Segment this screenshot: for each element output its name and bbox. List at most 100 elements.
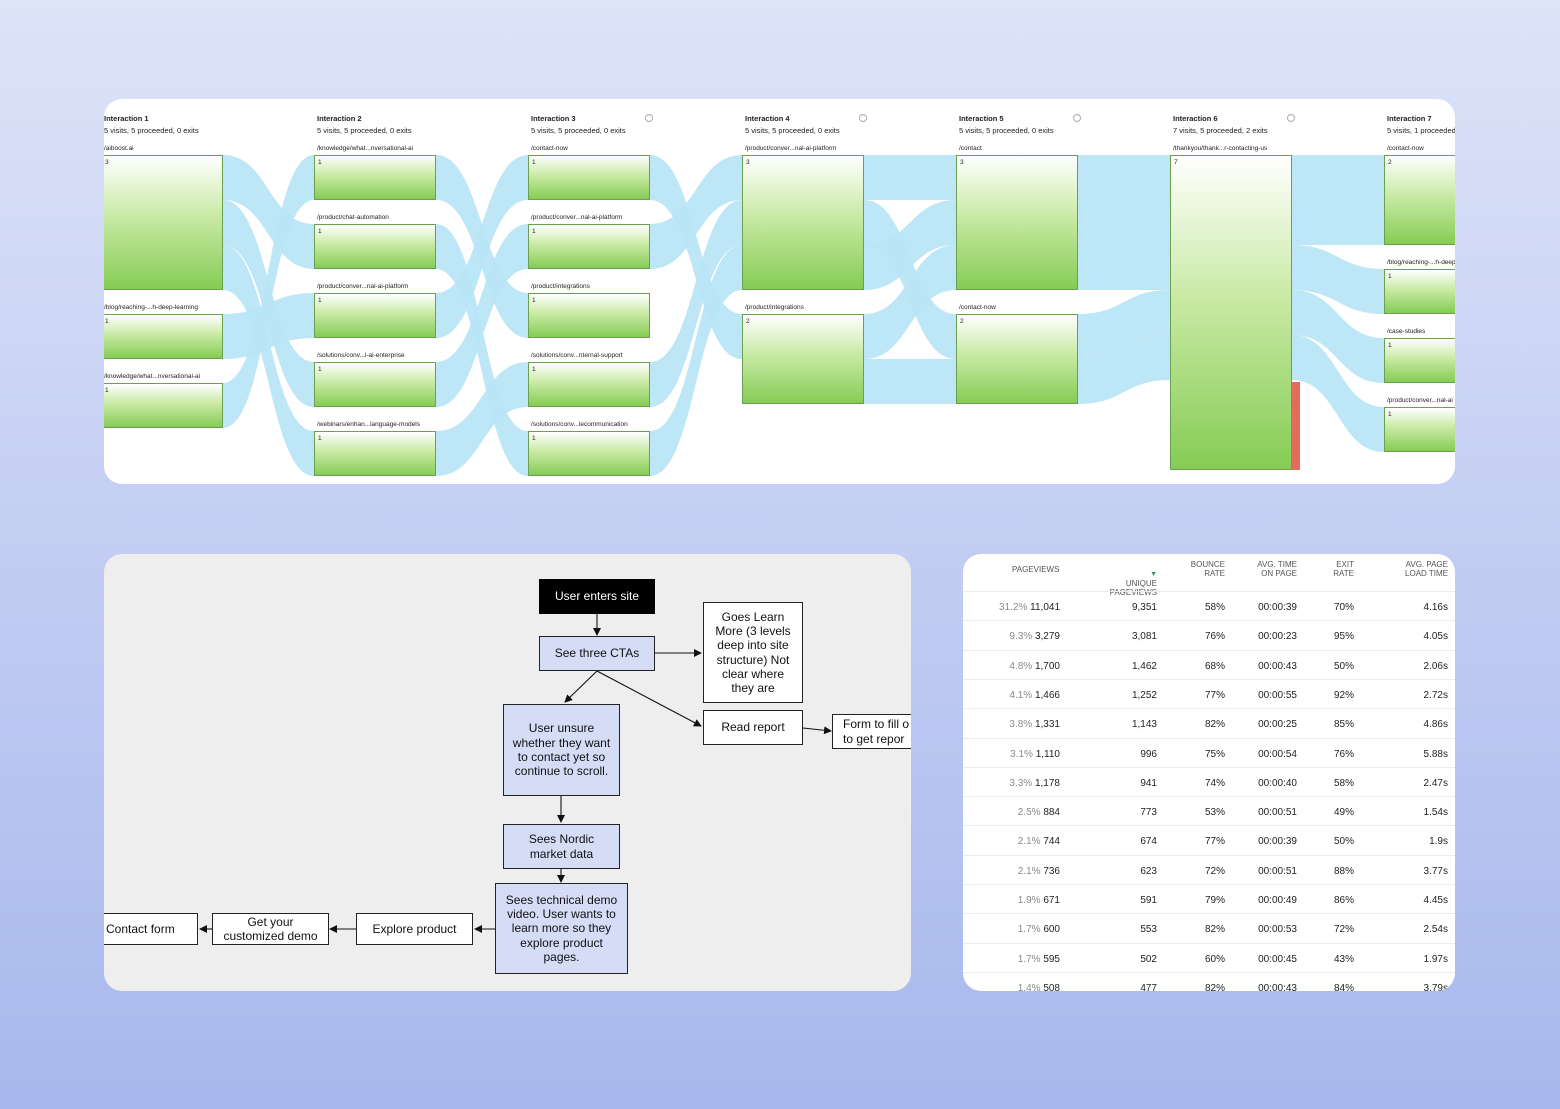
flow-node[interactable]: 1 — [314, 155, 436, 200]
flow-link[interactable] — [1078, 200, 1170, 245]
flow-link[interactable] — [650, 245, 742, 476]
pageviews-value: 736 — [1043, 865, 1060, 877]
flow-link[interactable] — [650, 155, 742, 269]
interaction-title: Interaction 5 — [959, 114, 1004, 123]
flow-link[interactable] — [223, 155, 314, 428]
flow-node[interactable]: 1 — [314, 431, 436, 476]
flow-node[interactable]: 1 — [528, 224, 650, 269]
page-path-label: /case-studies — [1387, 328, 1426, 335]
exit-cell: 50% — [1333, 836, 1354, 848]
flow-node[interactable]: 2 — [742, 314, 864, 404]
page-path-label: /contact-now — [531, 145, 568, 152]
flow-link[interactable] — [1078, 335, 1170, 404]
flow-link[interactable] — [1078, 245, 1170, 290]
pageviews-percent: 2.1% — [1017, 836, 1041, 848]
flow-link[interactable] — [1292, 155, 1384, 200]
node-visit-count: 1 — [105, 318, 109, 325]
column-header-avg-time-on-page[interactable]: AVG. TIME ON PAGE — [1257, 560, 1297, 578]
flow-node[interactable]: 1 — [314, 362, 436, 407]
bounce-cell: 53% — [1204, 807, 1225, 819]
flow-link[interactable] — [864, 245, 956, 359]
flow-node[interactable]: 1 — [1384, 407, 1455, 452]
flow-node[interactable]: 1 — [1384, 338, 1455, 383]
flow-link[interactable] — [223, 293, 314, 359]
column-header-avg-page-load-time[interactable]: AVG. PAGE LOAD TIME — [1405, 560, 1448, 578]
exit-cell: 50% — [1333, 660, 1354, 672]
flow-node[interactable]: 1 — [528, 293, 650, 338]
gear-icon[interactable] — [859, 114, 867, 122]
load-cell: 4.16s — [1423, 602, 1448, 613]
flow-node[interactable]: 7 — [1170, 155, 1292, 470]
flow-link[interactable] — [436, 155, 528, 338]
node-visit-count: 1 — [1388, 411, 1392, 418]
pageviews-cell: 3.3% 1,178 — [1009, 778, 1060, 789]
time-cell: 00:00:45 — [1258, 953, 1297, 965]
interaction-title: Interaction 1 — [104, 114, 149, 123]
flow-link[interactable] — [864, 200, 956, 290]
flow-node[interactable]: 2 — [1384, 155, 1455, 245]
exit-cell: 76% — [1333, 748, 1354, 760]
flow-node[interactable]: 2 — [956, 314, 1078, 404]
unique-cell: 553 — [1140, 924, 1157, 936]
node-visit-count: 1 — [532, 297, 536, 304]
column-header-exit-rate[interactable]: EXIT RATE — [1333, 560, 1354, 578]
node-visit-count: 1 — [318, 228, 322, 235]
column-header-bounce-rate[interactable]: BOUNCE RATE — [1190, 560, 1225, 578]
flow-node[interactable]: 1 — [104, 383, 223, 428]
column-header-unique-pageviews[interactable]: ▼ UNIQUE PAGEVIEWS — [1083, 560, 1157, 597]
page-path-label: /solutions/conv...nternal-support — [531, 352, 623, 359]
diagram-arrows — [199, 613, 832, 933]
flow-link[interactable] — [223, 155, 314, 269]
flow-node[interactable]: 1 — [528, 155, 650, 200]
flow-link[interactable] — [1292, 335, 1384, 452]
gear-icon[interactable] — [1287, 114, 1295, 122]
unique-cell: 674 — [1140, 836, 1157, 848]
flow-link[interactable] — [650, 200, 742, 407]
flow-node[interactable]: 1 — [528, 431, 650, 476]
flow-link[interactable] — [436, 224, 528, 407]
page-path-label: /webinars/enhan...language-models — [317, 421, 420, 428]
interaction-stats: 7 visits, 5 proceeded, 2 exits — [1173, 126, 1268, 135]
column-header-pageviews[interactable]: PAGEVIEWS — [1012, 565, 1060, 574]
flow-link[interactable] — [1292, 245, 1384, 314]
flow-link[interactable] — [1292, 200, 1384, 245]
flow-node[interactable]: 1 — [528, 362, 650, 407]
flow-node[interactable]: 1 — [314, 293, 436, 338]
flow-link[interactable] — [864, 359, 956, 404]
flow-node[interactable]: 1 — [314, 224, 436, 269]
flow-link[interactable] — [1078, 290, 1170, 359]
flow-node[interactable]: 3 — [104, 155, 223, 290]
pageviews-percent: 31.2% — [999, 602, 1028, 613]
flow-link[interactable] — [436, 362, 528, 476]
flow-link[interactable] — [864, 155, 956, 200]
flow-node[interactable]: 1 — [1384, 269, 1455, 314]
flow-node[interactable]: 3 — [742, 155, 864, 290]
gear-icon[interactable] — [1073, 114, 1081, 122]
load-cell: 1.9s — [1429, 836, 1448, 848]
flow-link[interactable] — [1078, 155, 1170, 200]
flow-link[interactable] — [1292, 290, 1384, 383]
page-path-label: /blog/reaching-...h-deep-learning — [104, 304, 198, 311]
flow-node[interactable]: 1 — [104, 314, 223, 359]
interaction-stats: 5 visits, 5 proceeded, 0 exits — [745, 126, 840, 135]
flow-link[interactable] — [223, 245, 314, 476]
load-cell: 2.72s — [1423, 689, 1448, 701]
exit-bar[interactable] — [1292, 382, 1300, 470]
gear-icon[interactable] — [645, 114, 653, 122]
arrow-report-to-form — [802, 726, 832, 735]
flow-node[interactable]: 3 — [956, 155, 1078, 290]
